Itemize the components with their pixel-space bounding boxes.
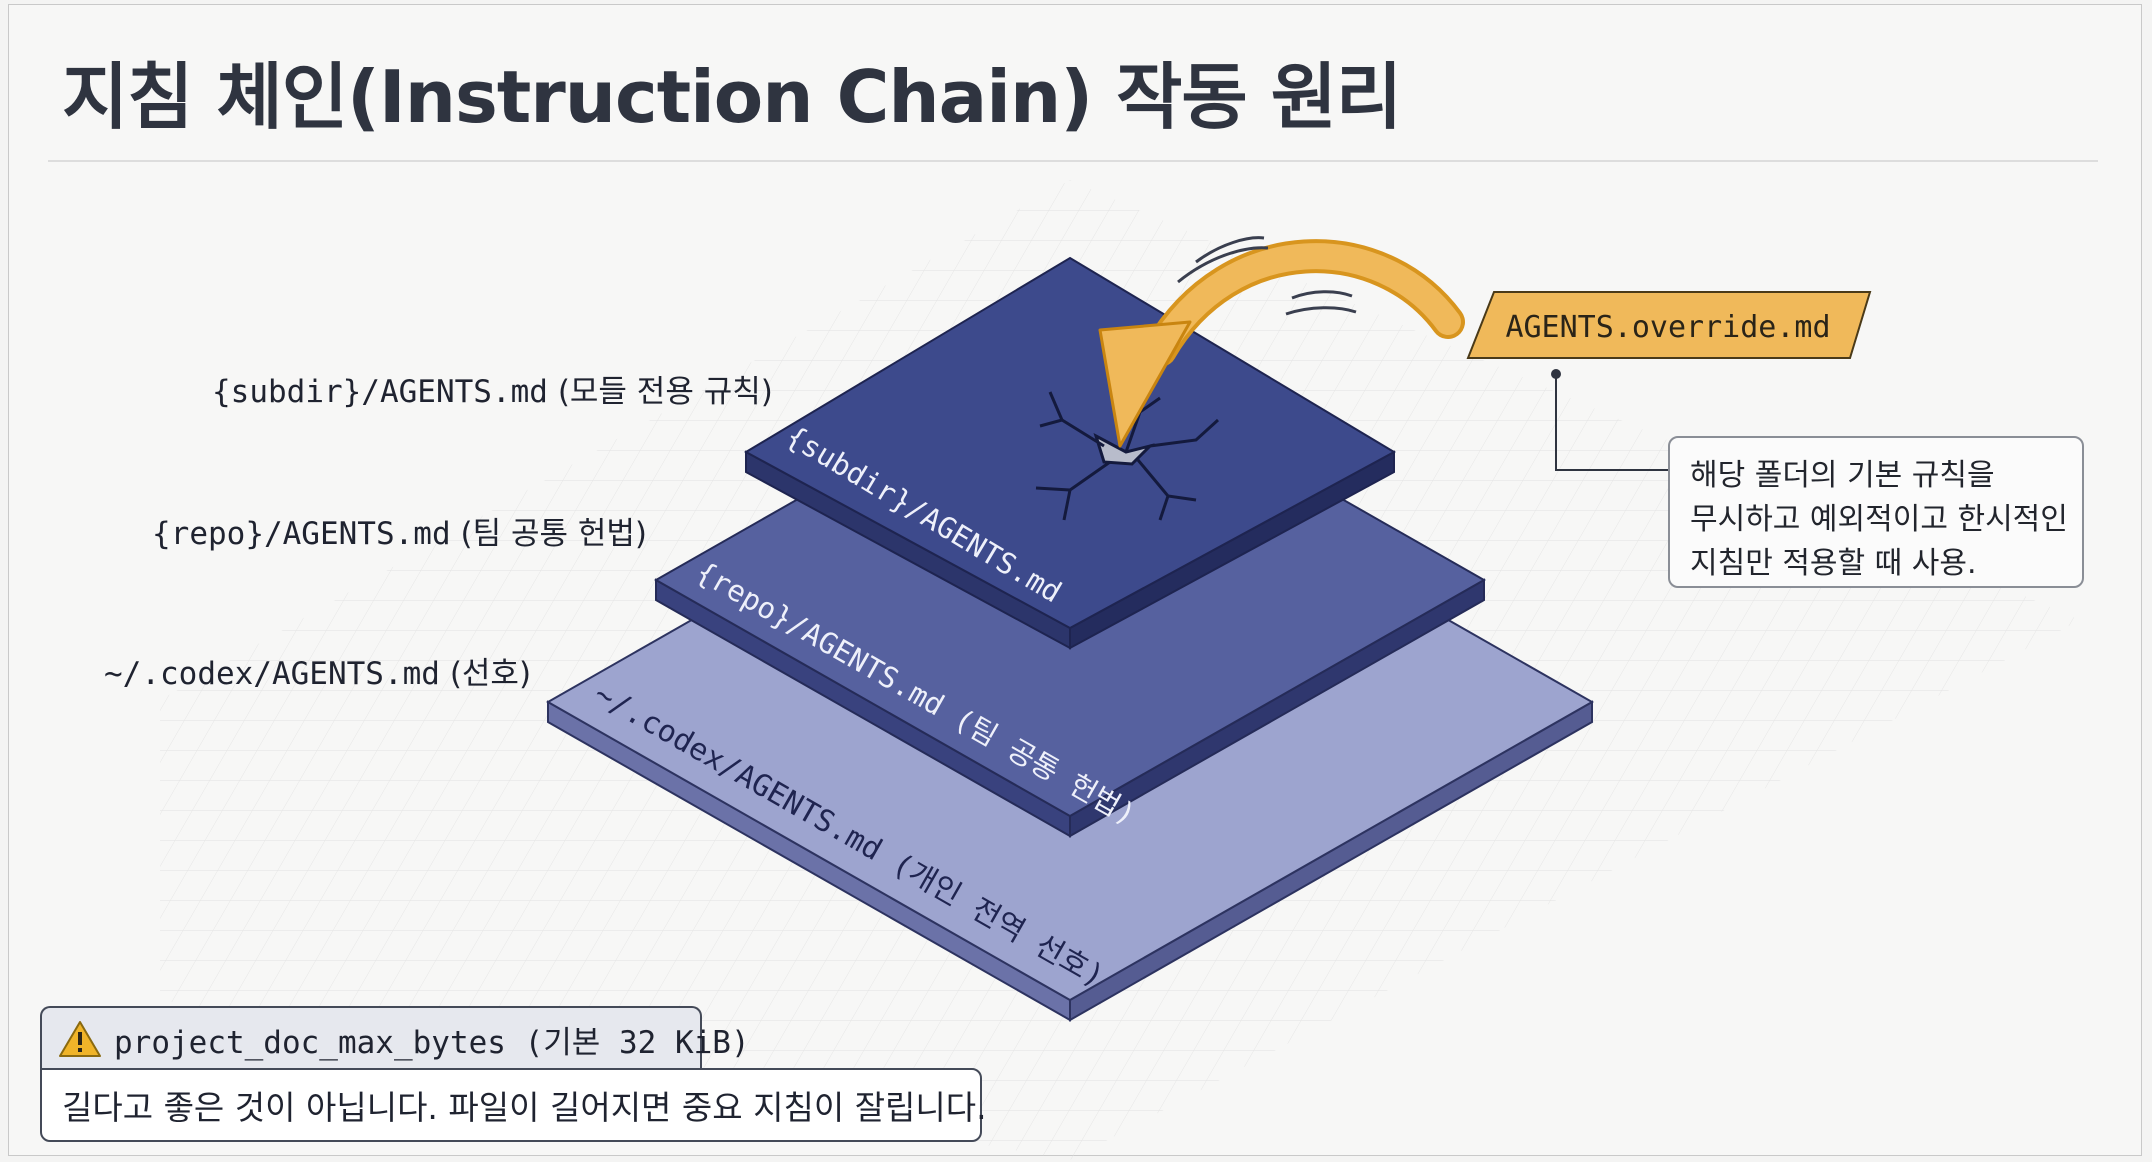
side-label-global: ~/.codex/AGENTS.md (선호) — [104, 648, 531, 693]
side-label-global-note: (선호) — [449, 656, 532, 692]
warning-header: project_doc_max_bytes (기본 32 KiB) — [40, 1006, 750, 1070]
override-tag: AGENTS.override.md — [1466, 291, 1872, 359]
warning-icon — [59, 1021, 101, 1057]
side-label-subdir-path: {subdir}/AGENTS.md — [212, 374, 548, 410]
override-tag-label: AGENTS.override.md — [1505, 310, 1830, 345]
override-note-line: 해당 폴더의 기본 규칙을 — [1690, 458, 1995, 493]
layer-subdir-face — [743, 256, 1397, 630]
override-note-line: 무시하고 예외적이고 한시적인 — [1690, 502, 2068, 537]
side-label-repo-path: {repo}/AGENTS.md — [152, 516, 451, 552]
side-label-repo: {repo}/AGENTS.md (팀 공통 헌법) — [152, 508, 647, 553]
warning-body: 길다고 좋은 것이 아닙니다. 파일이 길어지면 중요 지침이 잘립니다. — [40, 1068, 987, 1142]
layer-subdir: {subdir}/AGENTS.md — [743, 256, 1397, 650]
title-divider — [48, 160, 2098, 162]
side-label-subdir-note: (모들 전용 규칙) — [557, 374, 773, 410]
side-label-repo-note: (팀 공통 헌법) — [460, 516, 647, 552]
override-note: 해당 폴더의 기본 규칙을 무시하고 예외적이고 한시적인 지침만 적용할 때 … — [1668, 436, 2084, 588]
override-arrow — [1098, 236, 1465, 448]
override-note-line: 지침만 적용할 때 사용. — [1690, 546, 1977, 581]
page-title: 지침 체인(Instruction Chain) 작동 원리 — [62, 55, 1402, 139]
side-label-subdir: {subdir}/AGENTS.md (모들 전용 규칙) — [212, 366, 773, 411]
warning-heading: project_doc_max_bytes (기본 32 KiB) — [114, 1024, 750, 1061]
override-leader — [1551, 369, 1668, 471]
side-label-global-path: ~/.codex/AGENTS.md — [104, 656, 440, 692]
